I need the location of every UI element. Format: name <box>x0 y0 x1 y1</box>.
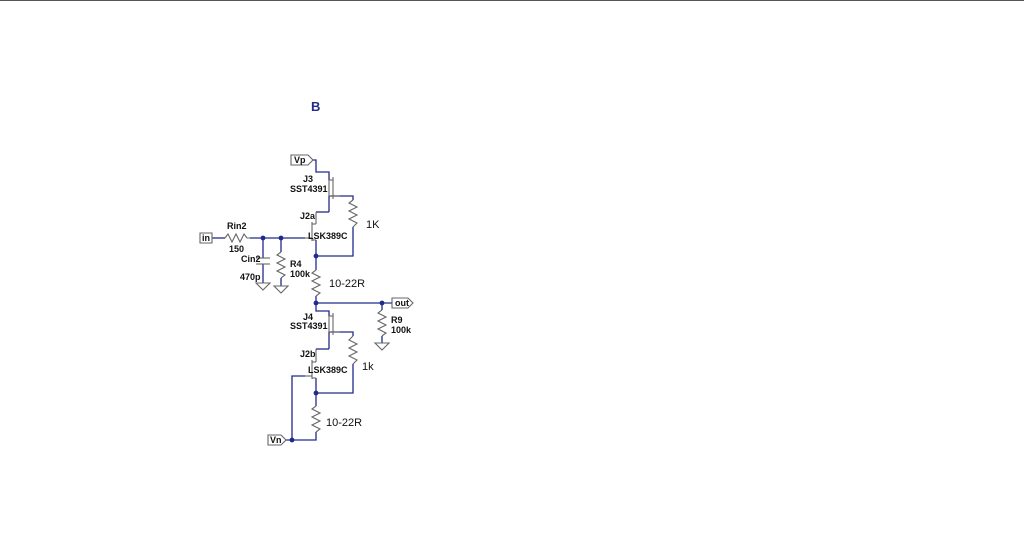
cin2-value: 470p <box>240 272 261 282</box>
resistor-rin2: Rin2 150 <box>224 221 250 254</box>
j4-model: SST4391 <box>290 321 328 331</box>
ground-icon <box>373 342 391 351</box>
r4-value: 100k <box>290 269 311 279</box>
resistor-1k-upper: 1K <box>347 199 380 231</box>
wires <box>212 159 392 441</box>
junction-dots <box>260 235 385 443</box>
j2b-model: LSK389C <box>308 365 348 375</box>
port-vp: Vp <box>290 154 314 166</box>
port-in-label: in <box>202 233 210 243</box>
r-bottom-value: 10-22R <box>326 417 362 429</box>
rin2-ref: Rin2 <box>227 221 247 231</box>
resistor-10-22r-bottom: 10-22R <box>310 405 362 433</box>
r9-value: 100k <box>391 325 412 335</box>
port-vn: Vn <box>267 434 287 446</box>
resistor-10-22r-mid: 10-22R <box>310 269 365 297</box>
resistor-r9: R9 100k <box>376 309 412 337</box>
r4-ref: R4 <box>290 259 302 269</box>
j2a-model: LSK389C <box>308 231 348 241</box>
jfet-j4: J4 SST4391 <box>290 312 340 335</box>
port-out: out <box>391 297 414 309</box>
resistor-r4: R4 100k <box>275 251 311 279</box>
resistor-1k-lower: 1k <box>347 335 374 373</box>
port-out-label: out <box>395 298 409 308</box>
ground-icon <box>254 282 272 291</box>
top-border-line <box>0 0 1024 1</box>
jfet-j2a: J2a LSK389C <box>300 211 348 241</box>
j4-ref: J4 <box>303 312 313 322</box>
j2a-ref: J2a <box>300 211 316 221</box>
rin2-value: 150 <box>229 244 244 254</box>
schematic-title: B <box>311 99 320 114</box>
r-lower-value: 1k <box>362 361 374 373</box>
cin2-ref: Cin2 <box>241 254 261 264</box>
port-vp-label: Vp <box>294 155 306 165</box>
j3-model: SST4391 <box>290 184 328 194</box>
r-upper-value: 1K <box>366 219 380 231</box>
r-mid-value: 10-22R <box>329 278 365 290</box>
capacitor-cin2: Cin2 470p <box>240 254 270 282</box>
j3-ref: J3 <box>303 174 313 184</box>
port-in: in <box>199 232 213 244</box>
jfet-j3: J3 SST4391 <box>290 174 340 199</box>
j2b-ref: J2b <box>300 349 316 359</box>
ground-icon <box>272 285 290 294</box>
jfet-j2b: J2b LSK389C <box>300 349 348 379</box>
r9-ref: R9 <box>391 315 403 325</box>
port-vn-label: Vn <box>270 435 282 445</box>
ground-symbols <box>254 282 391 351</box>
